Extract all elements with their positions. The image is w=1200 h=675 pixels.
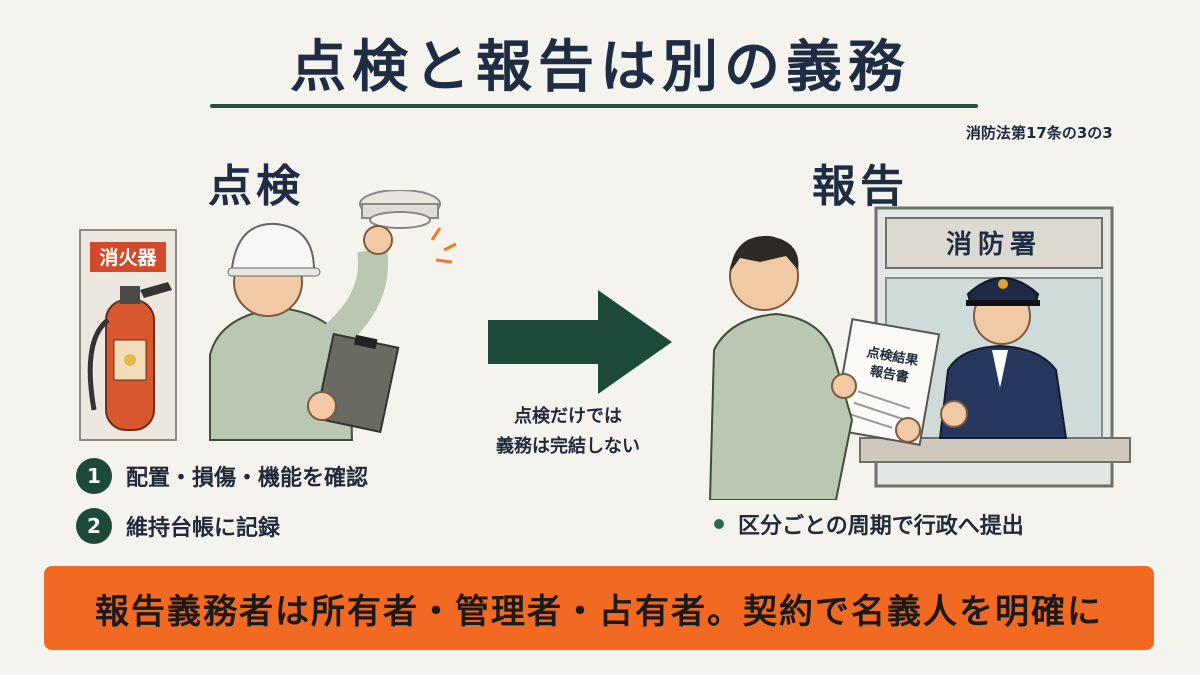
extinguisher-sign-label: 消火器 xyxy=(99,246,157,269)
extinguisher-sign xyxy=(90,242,166,272)
arrow-caption: 点検だけでは義務は完結しない xyxy=(496,406,640,457)
fire-extinguisher-icon xyxy=(87,282,172,431)
report-bullet-label: 区分ごとの周期で行政へ提出 xyxy=(738,514,1024,539)
step-number-badge: 2 xyxy=(76,508,112,544)
document-title-line2: 報告書 xyxy=(869,363,910,386)
report-illustration: 消防署 点検結果 報告書 xyxy=(708,206,1131,500)
arrow-right-icon xyxy=(488,290,672,394)
step-label: 配置・損傷・機能を確認 xyxy=(126,466,369,491)
title-underline xyxy=(210,104,978,108)
step-number-badge: 1 xyxy=(76,458,112,494)
summary-banner: 報告義務者は所有者・管理者・占有者。契約で名義人を明確に xyxy=(44,566,1154,650)
fire-officer-figure xyxy=(938,277,1068,439)
summary-banner-text: 報告義務者は所有者・管理者・占有者。契約で名義人を明確に xyxy=(95,591,1103,632)
report-heading: 報告 xyxy=(812,161,908,212)
submitter-figure xyxy=(708,235,921,500)
office-sign-label: 消防署 xyxy=(946,230,1042,260)
page-title: 点検と報告は別の義務 xyxy=(290,35,910,100)
law-reference: 消防法第17条の3の3 xyxy=(966,124,1113,142)
office-sign xyxy=(885,217,1103,269)
inspection-heading: 点検 xyxy=(208,161,304,212)
inspection-step-2: 2 維持台帳に記録 xyxy=(76,508,280,544)
smoke-detector-icon xyxy=(359,190,457,264)
inspection-step-1: 1 配置・損傷・機能を確認 xyxy=(76,458,368,494)
report-bullet: 区分ごとの周期で行政へ提出 xyxy=(714,508,1024,540)
bullet-dot-icon xyxy=(714,519,724,529)
step-label: 維持台帳に記録 xyxy=(126,516,281,541)
inspector-worker-figure xyxy=(209,222,400,441)
report-document: 点検結果 報告書 xyxy=(831,318,941,446)
inspection-illustration: 消火器 xyxy=(79,190,457,441)
